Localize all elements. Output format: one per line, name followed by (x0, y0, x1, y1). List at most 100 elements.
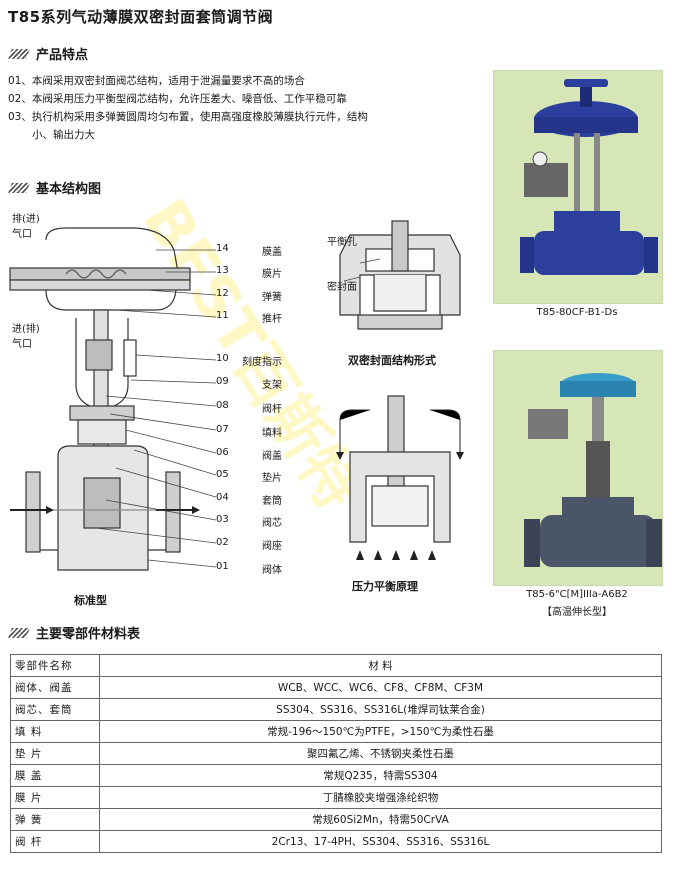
part-name: 支架 (262, 380, 282, 391)
part-callout: 11 推杆 (216, 310, 282, 325)
part-name: 垫片 (262, 473, 282, 484)
cell-material: 聚四氟乙烯、不锈钢夹柔性石墨 (99, 742, 662, 765)
section-structure-label: 基本结构图 (36, 182, 102, 197)
intake-port-label-line: 气口 (12, 339, 32, 350)
cell-material: 2Cr13、17-4PH、SS304、SS316、SS316L (99, 830, 662, 853)
part-no: 02 (216, 537, 229, 548)
feature-item: 01、本阀采用双密封面阀芯结构，适用于泄漏量要求不高的场合 (8, 75, 305, 87)
cell-part-name: 阀芯、套筒 (10, 698, 100, 721)
valve-photo-bottom-icon (524, 373, 662, 567)
feature-item: 02、本阀采用压力平衡型阀芯结构，允许压差大、噪音低、工作平稳可靠 (8, 93, 347, 105)
valve-section-diagram (9, 227, 216, 571)
cell-material: 常规-196～150℃为PTFE，>150℃为柔性石墨 (99, 720, 662, 743)
part-no: 03 (216, 514, 229, 525)
intake-port-label-line: 进(排) (12, 324, 40, 335)
part-callout: 13 膜片 (216, 265, 282, 280)
page-title: T85系列气动薄膜双密封面套筒调节阀 (8, 8, 274, 26)
header-part-name: 零部件名称 (10, 654, 100, 677)
cell-material: SS304、SS316、SS316L(堆焊司钛莱合金) (99, 698, 662, 721)
feature-item: 03、执行机构采用多弹簧圆周均匀布置，使用高强度橡胶薄膜执行元件，结构 (8, 111, 368, 123)
cell-material: 常规60Si2Mn，特需50CrVA (99, 808, 662, 831)
cell-part-name: 垫 片 (10, 742, 100, 765)
part-callout: 09 支架 (216, 376, 282, 391)
feature-list: 01、本阀采用双密封面阀芯结构，适用于泄漏量要求不高的场合 02、本阀采用压力平… (8, 72, 368, 144)
part-name: 阀芯 (262, 518, 282, 529)
part-no: 08 (216, 400, 229, 411)
valve-photo-top-icon (520, 79, 658, 275)
section-features-label: 产品特点 (36, 48, 89, 63)
part-name: 阀盖 (262, 451, 282, 462)
cell-material: 丁腈橡胶夹增强涤纶织物 (99, 786, 662, 809)
section-features: 产品特点 (8, 44, 89, 63)
seal-face-label: 密封面 (327, 282, 357, 293)
part-no: 09 (216, 376, 229, 387)
part-callout: 06 阀盖 (216, 447, 282, 462)
pressure-balance-caption: 压力平衡原理 (352, 580, 418, 593)
section-materials-label: 主要零部件材料表 (36, 627, 141, 642)
standard-type-caption: 标准型 (74, 594, 107, 607)
section-materials: 主要零部件材料表 (8, 623, 141, 642)
part-callout: 12 弹簧 (216, 288, 282, 303)
part-name: 膜片 (262, 269, 282, 280)
dual-seal-diagram (339, 220, 461, 330)
table-row: 弹 簧常规60Si2Mn，特需50CrVA (10, 808, 662, 831)
section-structure: 基本结构图 (8, 178, 102, 197)
table-row: 填 料常规-196～150℃为PTFE，>150℃为柔性石墨 (10, 720, 662, 743)
part-no: 04 (216, 492, 229, 503)
dual-seal-caption: 双密封面结构形式 (348, 354, 436, 367)
exhaust-port-label-line: 排(进) (12, 214, 40, 225)
exhaust-port-label: 排(进) 气口 (12, 210, 40, 240)
section-marker-icon (8, 48, 30, 59)
table-row: 膜 盖常规Q235，特需SS304 (10, 764, 662, 787)
part-callout: 14 膜盖 (216, 243, 282, 258)
cell-part-name: 膜 片 (10, 786, 100, 809)
part-name: 刻度指示 (242, 357, 282, 368)
cell-material: 常规Q235，特需SS304 (99, 764, 662, 787)
section-marker-icon (8, 627, 30, 638)
part-no: 13 (216, 265, 229, 276)
table-row: 膜 片丁腈橡胶夹增强涤纶织物 (10, 786, 662, 809)
valve-photo-top (493, 70, 663, 304)
part-name: 弹簧 (262, 292, 282, 303)
part-name: 套筒 (262, 496, 282, 507)
part-no: 07 (216, 424, 229, 435)
section-marker-icon (8, 182, 30, 193)
photo-bottom-subcaption: 【高温伸长型】 (542, 607, 612, 618)
part-name: 膜盖 (262, 247, 282, 258)
exhaust-port-label-line: 气口 (12, 229, 32, 240)
part-no: 14 (216, 243, 229, 254)
cell-part-name: 阀体、阀盖 (10, 676, 100, 699)
feature-item: 小、输出力大 (32, 129, 95, 141)
cell-part-name: 膜 盖 (10, 764, 100, 787)
table-header-row: 零部件名称 材 料 (10, 654, 662, 677)
cell-part-name: 填 料 (10, 720, 100, 743)
cell-part-name: 弹 簧 (10, 808, 100, 831)
part-callout: 10 刻度指示 (216, 353, 282, 368)
part-no: 11 (216, 310, 229, 321)
intake-port-label: 进(排) 气口 (12, 320, 40, 350)
part-name: 阀体 (262, 565, 282, 576)
part-no: 12 (216, 288, 229, 299)
part-callout: 04 套筒 (216, 492, 282, 507)
part-callout: 03 阀芯 (216, 514, 282, 529)
part-name: 推杆 (262, 314, 282, 325)
valve-photo-bottom (493, 350, 663, 586)
part-name: 阀座 (262, 541, 282, 552)
photo-bottom-caption: T85-6"C[M]IIIa-A6B2 (526, 589, 628, 600)
part-no: 06 (216, 447, 229, 458)
balance-hole-label: 平衡孔 (327, 237, 357, 248)
part-no: 10 (216, 353, 229, 364)
table-row: 垫 片聚四氟乙烯、不锈钢夹柔性石墨 (10, 742, 662, 765)
part-callout: 07 填料 (216, 424, 282, 439)
part-name: 填料 (262, 428, 282, 439)
header-material: 材 料 (99, 654, 662, 677)
cell-material: WCB、WCC、WC6、CF8、CF8M、CF3M (99, 676, 662, 699)
cell-part-name: 阀 杆 (10, 830, 100, 853)
